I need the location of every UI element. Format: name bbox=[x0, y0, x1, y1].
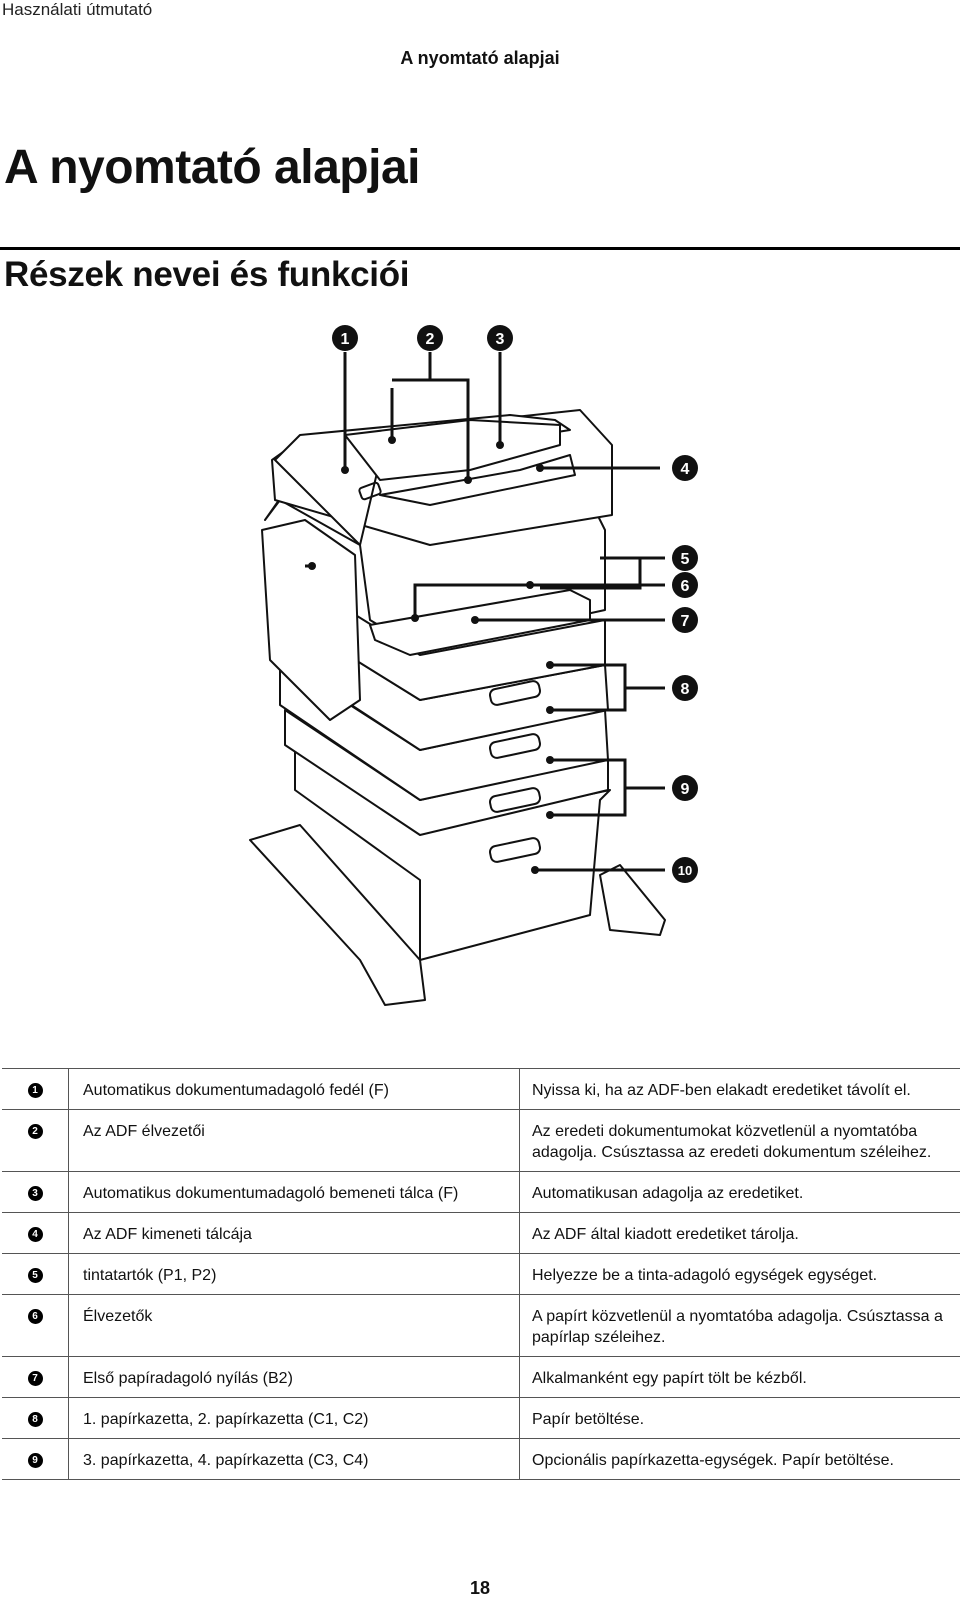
row-number-cell: 9 bbox=[2, 1438, 69, 1480]
parts-table: 1 Automatikus dokumentumadagoló fedél (F)… bbox=[2, 1068, 960, 1480]
page-title: A nyomtató alapjai bbox=[4, 141, 420, 194]
callout-badge-10: 10 bbox=[672, 857, 698, 883]
part-description: Helyezze be a tinta-adagoló egységek egy… bbox=[519, 1253, 960, 1295]
row-number-badge: 3 bbox=[27, 1186, 43, 1202]
part-name: Élvezetők bbox=[68, 1294, 520, 1357]
row-number-badge: 7 bbox=[27, 1371, 43, 1387]
row-number-badge: 2 bbox=[27, 1124, 43, 1140]
part-description: Papír betöltése. bbox=[519, 1397, 960, 1439]
part-name: 1. papírkazetta, 2. papírkazetta (C1, C2… bbox=[68, 1397, 520, 1439]
adf-input-tray bbox=[344, 419, 561, 481]
callout-badge-6: 6 bbox=[672, 572, 698, 598]
part-description: A papírt közvetlenül a nyomtatóba adagol… bbox=[519, 1294, 960, 1357]
adf-output-tray bbox=[379, 454, 576, 506]
table-row: 7 Első papíradagoló nyílás (B2)Alkalmanké… bbox=[2, 1356, 960, 1398]
section-header: A nyomtató alapjai bbox=[400, 48, 560, 68]
callout-badge-4: 4 bbox=[672, 455, 698, 481]
part-description: Opcionális papírkazetta-egységek. Papír … bbox=[519, 1438, 960, 1480]
row-number-badge: 6 bbox=[27, 1309, 43, 1325]
part-description: Automatikusan adagolja az eredetiket. bbox=[519, 1171, 960, 1213]
row-number-cell: 7 bbox=[2, 1356, 69, 1398]
svg-text:9: 9 bbox=[681, 781, 690, 798]
svg-text:4: 4 bbox=[681, 461, 690, 478]
svg-text:6: 6 bbox=[681, 578, 690, 595]
row-number-cell: 1 bbox=[2, 1068, 69, 1110]
stand-right-foot bbox=[599, 864, 666, 936]
callout-badge-2: 2 bbox=[417, 325, 443, 351]
part-description: Alkalmanként egy papírt tölt be kézből. bbox=[519, 1356, 960, 1398]
table-row: 8 1. papírkazetta, 2. papírkazetta (C1, C… bbox=[2, 1397, 960, 1439]
svg-text:10: 10 bbox=[678, 863, 692, 878]
table-row: 9 3. papírkazetta, 4. papírkazetta (C3, C… bbox=[2, 1438, 960, 1480]
callout-badge-5: 5 bbox=[672, 545, 698, 571]
callout-badge-3: 3 bbox=[487, 325, 513, 351]
part-description: Az eredeti dokumentumokat közvetlenül a … bbox=[519, 1109, 960, 1172]
svg-text:7: 7 bbox=[681, 613, 690, 630]
printer-diagram: 1 2 3 4 5 6 7 8 9 10 bbox=[249, 325, 698, 1006]
svg-text:5: 5 bbox=[681, 551, 690, 568]
callout-badge-8: 8 bbox=[672, 675, 698, 701]
row-number-cell: 6 bbox=[2, 1294, 69, 1357]
row-number-cell: 3 bbox=[2, 1171, 69, 1213]
page-number: 18 bbox=[469, 1578, 491, 1598]
running-header: Használati útmutató bbox=[2, 0, 153, 19]
part-name: tintatartók (P1, P2) bbox=[68, 1253, 520, 1295]
row-number-badge: 8 bbox=[27, 1412, 43, 1428]
row-number-badge: 1 bbox=[27, 1083, 43, 1099]
svg-text:3: 3 bbox=[496, 331, 505, 348]
svg-text:1: 1 bbox=[341, 331, 350, 348]
part-description: Az ADF által kiadott eredetiket tárolja. bbox=[519, 1212, 960, 1254]
part-name: Automatikus dokumentumadagoló fedél (F) bbox=[68, 1068, 520, 1110]
part-name: Az ADF élvezetői bbox=[68, 1109, 520, 1172]
part-name: Automatikus dokumentumadagoló bemeneti t… bbox=[68, 1171, 520, 1213]
row-number-cell: 8 bbox=[2, 1397, 69, 1439]
table-row: 1 Automatikus dokumentumadagoló fedél (F)… bbox=[2, 1068, 960, 1110]
svg-text:8: 8 bbox=[681, 681, 690, 698]
row-number-cell: 4 bbox=[2, 1212, 69, 1254]
row-number-badge: 4 bbox=[27, 1227, 43, 1243]
part-name: Az ADF kimeneti tálcája bbox=[68, 1212, 520, 1254]
callout-badge-9: 9 bbox=[672, 775, 698, 801]
title-rule bbox=[0, 247, 960, 250]
callout-badge-7: 7 bbox=[672, 607, 698, 633]
adf-cover bbox=[274, 414, 571, 546]
table-row: 5 tintatartók (P1, P2)Helyezze be a tinta… bbox=[2, 1253, 960, 1295]
side-cover bbox=[261, 519, 361, 721]
part-name: Első papíradagoló nyílás (B2) bbox=[68, 1356, 520, 1398]
row-number-cell: 2 bbox=[2, 1109, 69, 1172]
callout-badge-1: 1 bbox=[332, 325, 358, 351]
row-number-badge: 5 bbox=[27, 1268, 43, 1284]
svg-text:2: 2 bbox=[426, 331, 435, 348]
stand-left-foot bbox=[249, 824, 426, 1006]
part-name: 3. papírkazetta, 4. papírkazetta (C3, C4… bbox=[68, 1438, 520, 1480]
part-description: Nyissa ki, ha az ADF-ben elakadt eredeti… bbox=[519, 1068, 960, 1110]
row-number-badge: 9 bbox=[27, 1453, 43, 1469]
section-subtitle: Részek nevei és funkciói bbox=[4, 255, 410, 294]
table-row: 3 Automatikus dokumentumadagoló bemeneti … bbox=[2, 1171, 960, 1213]
row-number-cell: 5 bbox=[2, 1253, 69, 1295]
